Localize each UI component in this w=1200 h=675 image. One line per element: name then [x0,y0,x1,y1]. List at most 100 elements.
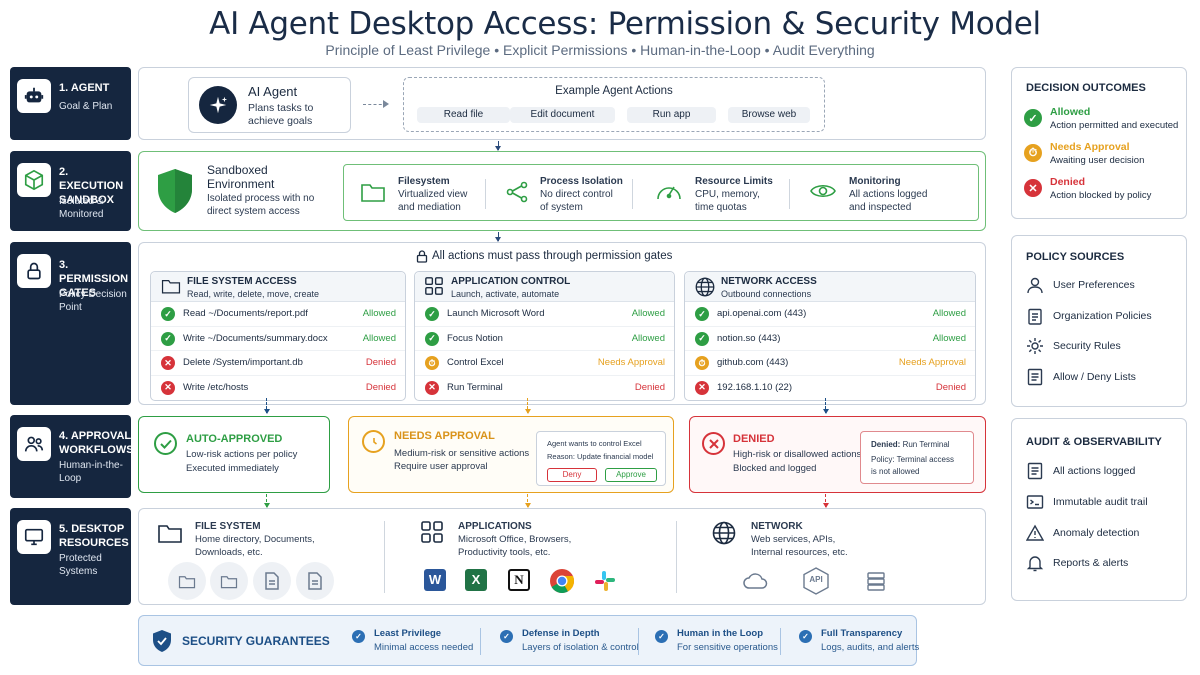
notion-icon[interactable]: N [508,569,530,591]
decision-desc: Action blocked by policy [1050,190,1152,201]
word-icon[interactable]: W [424,569,446,591]
denied-desc: High-risk or disallowed actions [733,449,862,460]
lock-icon [17,254,51,288]
audit-label: Reports & alerts [1053,557,1129,569]
policy-item: User Preferences [1026,275,1186,297]
table-row: ✕192.168.1.10 (22)Denied [685,376,975,401]
table-row: ⏱github.com (443)Needs Approval [685,351,975,376]
chrome-icon[interactable] [549,568,575,599]
divider [480,628,481,655]
guarantees-title: SECURITY GUARANTEES [182,634,330,648]
document-icon[interactable] [296,562,334,600]
divider [676,521,677,593]
audit-card: AUDIT & OBSERVABILITY All actions logged… [1011,418,1187,601]
divider [632,179,633,209]
list-icon [1026,368,1044,386]
approve-button[interactable]: Approve [605,468,657,482]
audit-label: Anomaly detection [1053,527,1140,539]
warning-icon [1025,524,1045,542]
card-title: AUDIT & OBSERVABILITY [1026,436,1162,448]
globe-icon [695,277,715,297]
slack-icon[interactable] [593,569,617,598]
row-text: Launch Microsoft Word [447,308,545,319]
bell-icon [1026,554,1044,572]
denied-status-icon: ✕ [161,380,175,395]
flow-arrow [525,398,531,414]
note-label: Denied: [871,440,901,449]
cloud-icon[interactable] [736,562,774,600]
row-status: Denied [365,381,396,393]
table-title: FILE SYSTEM ACCESS [187,276,297,287]
policy-item: Security Rules [1026,336,1186,358]
allowed-status-icon: ✓ [695,331,709,346]
row-text: Write ~/Documents/summary.docx [183,332,328,344]
guarantee-title: Full Transparency [821,628,903,639]
note-line: is not allowed [871,467,920,476]
flow-arrow [264,494,270,508]
deny-button[interactable]: Deny [547,468,597,482]
clock-icon [362,430,385,453]
arrow-head [383,100,389,108]
api-icon[interactable]: API [797,562,835,600]
stage-desc: Isolated & Monitored [59,196,104,220]
denied-note: Denied: Run Terminal Policy: Terminal ac… [860,431,974,484]
stage-title: 2. EXECUTION SANDBOX [59,166,124,206]
row-status: Allowed [362,332,396,344]
table-title: NETWORK ACCESS [721,276,817,287]
page-subtitle: Principle of Least Privilege • Explicit … [325,42,875,58]
allowed-status-icon: ✓ [161,307,175,321]
flow-arrow [525,494,531,508]
lock-icon [416,250,428,268]
example-read-file: Read file [417,107,510,123]
row-text: 192.168.1.10 (22) [717,381,793,393]
gates-panel: All actions must pass through permission… [138,242,986,405]
dialog-line: Reason: Update financial model [547,452,654,461]
row-text: Focus Notion [447,332,503,344]
server-icon[interactable] [857,562,895,600]
excel-icon[interactable]: X [465,569,487,591]
guarantee-title: Defense in Depth [522,628,600,639]
decision-desc: Awaiting user decision [1050,155,1145,166]
feature-desc: All actions logged and inspected [849,189,928,213]
policy-item: Allow / Deny Lists [1026,367,1186,389]
stage-title: 1. AGENT [59,82,110,94]
auto-desc: Executed immediately [186,463,279,474]
eye-icon [809,181,837,206]
stage-desc: Policy Decision Point [59,289,127,313]
row-status: Denied [935,381,966,393]
denied-status-icon: ✕ [1024,179,1042,197]
terminal-icon [1026,493,1044,511]
note-value: Run Terminal [902,440,950,449]
audit-item: All actions logged [1026,461,1186,483]
sandbox-title: Sandboxed Environment [207,163,275,191]
guarantee-title: Human in the Loop [677,628,764,639]
agent-name: AI Agent [248,84,298,99]
row-status: Needs Approval [898,357,966,368]
example-actions-box: Example Agent Actions Read file Edit doc… [403,77,825,132]
table-row: ✓api.openai.com (443)Allowed [685,302,975,327]
policy-label: Organization Policies [1053,310,1152,322]
feature-title: Monitoring [849,176,901,187]
document-icon[interactable] [253,562,291,600]
agent-desc: Plans tasks to achieve goals [248,102,314,127]
folder-icon[interactable] [210,562,248,600]
globe-icon [712,521,736,550]
guarantee-desc: Logs, audits, and alerts [821,642,920,653]
folder-icon[interactable] [168,562,206,600]
flow-arrow [264,398,270,414]
sandbox-panel: Sandboxed Environment Isolated process w… [138,151,986,231]
agent-panel: AI Agent Plans tasks to achieve goals Ex… [138,67,986,140]
row-status: Allowed [932,332,966,344]
folder-icon [360,181,386,208]
needs-desc: Medium-risk or sensitive actions [394,448,530,459]
row-text: Read ~/Documents/report.pdf [183,308,308,319]
flow-arrow [495,141,501,151]
row-status: Allowed [631,332,665,344]
policy-label: Security Rules [1053,340,1121,352]
share-icon [504,179,530,210]
audit-item: Anomaly detection [1025,523,1186,545]
